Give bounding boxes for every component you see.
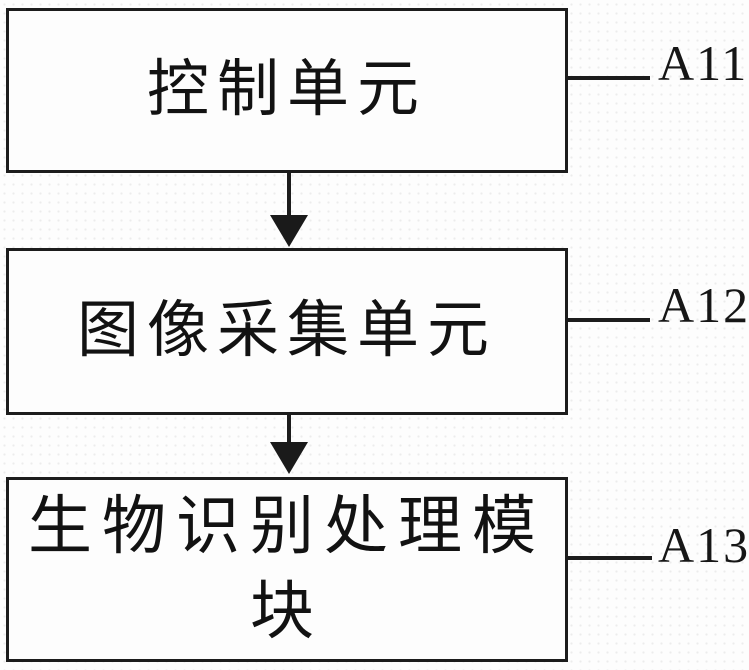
node-control-unit-label: 控制单元 (146, 55, 427, 124)
ref-label-a13: A13 (658, 517, 749, 573)
node-image-acquisition-unit-label: 图像采集单元 (76, 296, 497, 365)
ref-connector-a11 (566, 76, 650, 80)
node-image-acquisition-unit: 图像采集单元 (6, 248, 568, 415)
ref-label-a11: A11 (658, 35, 749, 91)
arrow-line-1 (287, 173, 291, 219)
node-control-unit: 控制单元 (6, 8, 568, 173)
node-biometric-processing-module: 生物识别处理模块 (6, 477, 568, 662)
ref-connector-a12 (566, 318, 650, 322)
arrow-line-2 (287, 415, 291, 445)
arrow-down-icon (270, 215, 308, 247)
ref-label-a12: A12 (658, 277, 749, 333)
arrow-down-icon (270, 442, 308, 474)
ref-connector-a13 (566, 556, 652, 560)
node-biometric-processing-module-label: 生物识别处理模块 (28, 491, 546, 647)
